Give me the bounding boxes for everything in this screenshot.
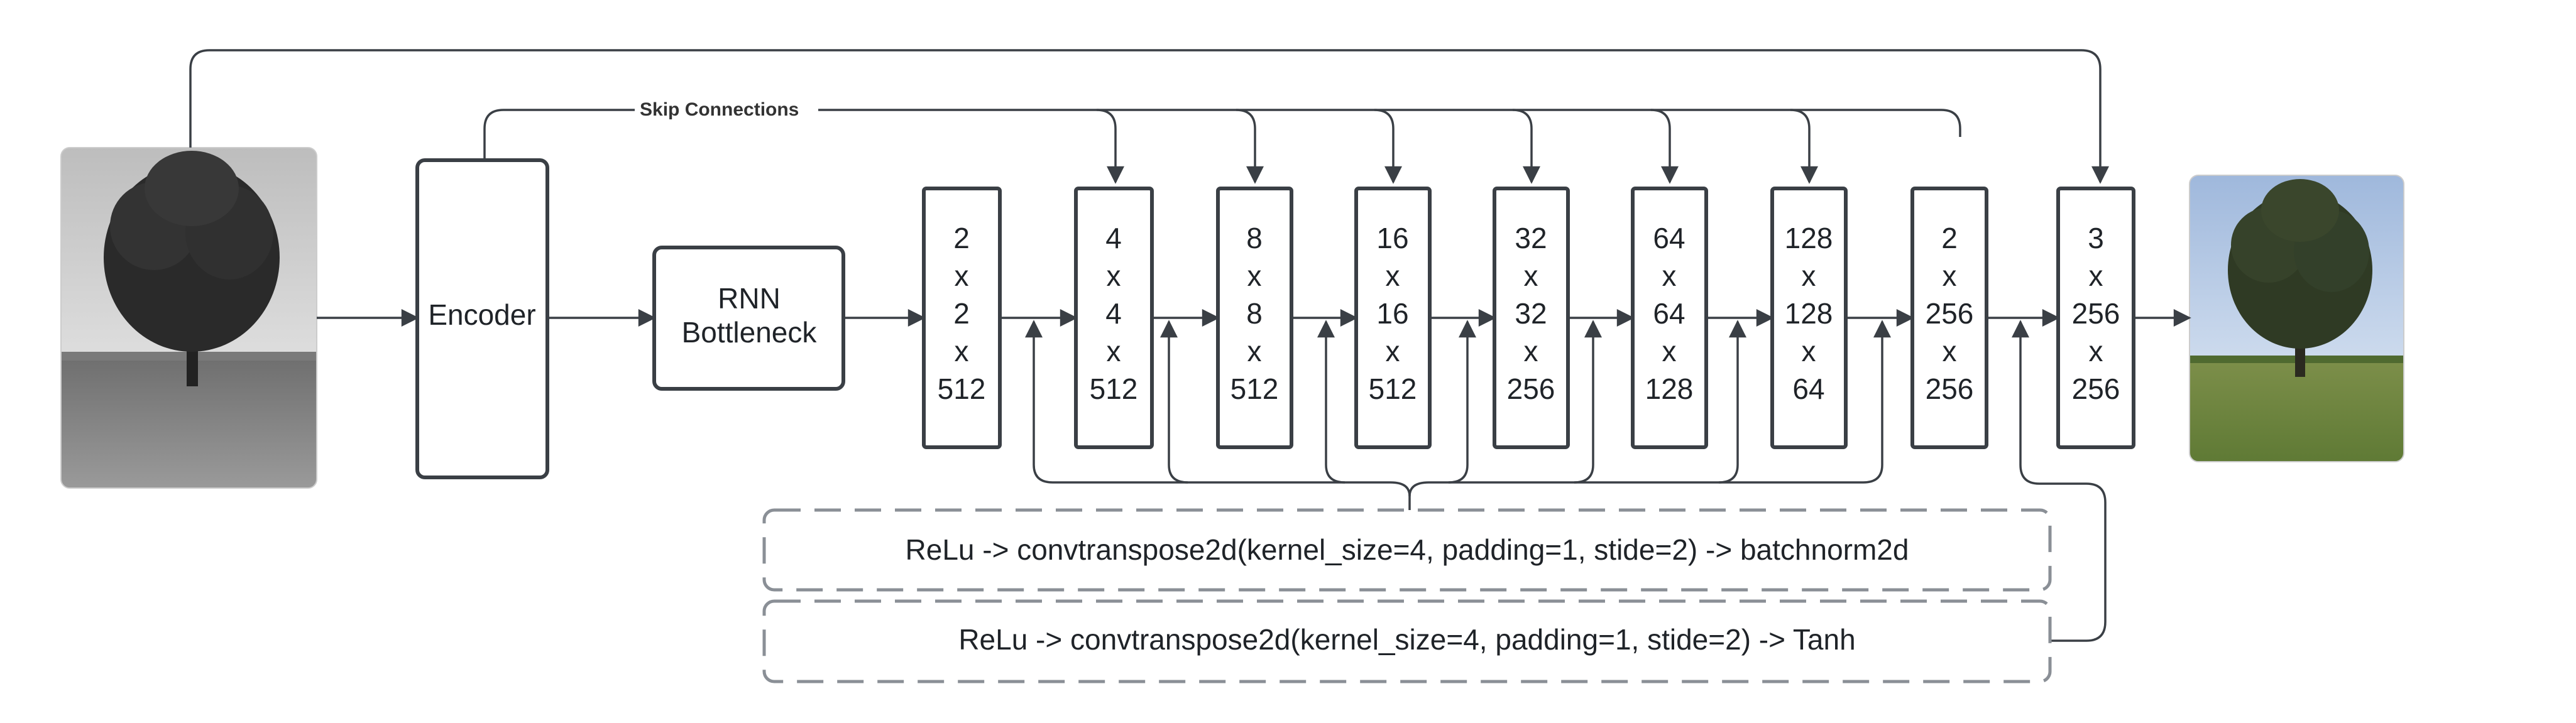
layer-box-6: 64 x 64 x 128: [1631, 187, 1708, 449]
layer-4-line-4: x: [1386, 335, 1400, 367]
layer-2-line-4: x: [1107, 335, 1121, 367]
formula-text-1: ReLu -> convtranspose2d(kernel_size=4, p…: [906, 533, 1909, 566]
layer-box-5: 32 x 32 x 256: [1493, 187, 1570, 449]
layer-5-line-3: 32: [1515, 297, 1547, 330]
layer-3-line-2: x: [1247, 259, 1262, 292]
layer-7-line-2: x: [1802, 259, 1816, 292]
layer-box-7: 128 x 128 x 64: [1770, 187, 1848, 449]
layer-8-line-4: x: [1943, 335, 1957, 367]
layer-7-line-4: x: [1802, 335, 1816, 367]
layer-4-line-3: 16: [1376, 297, 1408, 330]
bottleneck-label-line2: Bottleneck: [682, 316, 818, 349]
formula-box-2: [762, 599, 2052, 683]
skip-connections-label: Skip Connections: [640, 99, 799, 120]
layer-3-line-5: 512: [1230, 372, 1279, 405]
layer-box-8: 2 x 256 x 256: [1910, 187, 1988, 449]
skip-connection-line: [483, 109, 1961, 159]
skip-arrow-1: [1096, 109, 1124, 184]
layer-3-line-3: 8: [1246, 297, 1263, 330]
layer-box-1: 2 x 2 x 512: [922, 187, 1002, 449]
bottleneck-label-line1: RNN: [718, 282, 781, 315]
layer-1-line-4: x: [955, 335, 969, 367]
layer-6-line-5: 128: [1645, 372, 1694, 405]
layer-5-line-1: 32: [1515, 222, 1547, 254]
operation-lines: [1025, 320, 2107, 642]
layer-3-line-1: 8: [1246, 222, 1263, 254]
layer-9-line-5: 256: [2072, 372, 2120, 405]
input-image: [61, 148, 317, 488]
layer-8-line-5: 256: [1926, 372, 1974, 405]
layer-4-line-1: 16: [1376, 222, 1408, 254]
output-image: [2190, 175, 2404, 462]
layer-7-line-5: 64: [1792, 372, 1824, 405]
layer-6-line-4: x: [1662, 335, 1677, 367]
layer-1-line-3: 2: [953, 297, 970, 330]
layer-9-line-1: 3: [2088, 222, 2104, 254]
layer-box-2: 4 x 4 x 512: [1074, 187, 1154, 449]
layer-1-line-5: 512: [938, 372, 986, 405]
layer-6-line-3: 64: [1653, 297, 1685, 330]
skip-arrow-6: [1790, 109, 1818, 184]
layer-9-line-2: x: [2089, 259, 2103, 292]
layer-7-line-1: 128: [1785, 222, 1833, 254]
formula-text-2: ReLu -> convtranspose2d(kernel_size=4, p…: [958, 623, 1855, 656]
layer-4-line-2: x: [1386, 259, 1400, 292]
layer-4-line-5: 512: [1369, 372, 1417, 405]
layer-2-line-1: 4: [1105, 222, 1122, 254]
decoder-layers: 2 x 2 x 512 4 x 4 x 512 8 x 8 x 512 16 x…: [922, 187, 2135, 449]
layer-3-line-4: x: [1247, 335, 1262, 367]
layer-8-line-1: 2: [1941, 222, 1958, 254]
layer-box-9: 3 x 256 x 256: [2056, 187, 2135, 449]
formula-box-1: [762, 508, 2052, 592]
skip-arrow-4: [1512, 109, 1540, 184]
skip-arrow-5: [1650, 109, 1679, 184]
skip-arrow-3: [1374, 109, 1402, 184]
layer-box-3: 8 x 8 x 512: [1216, 187, 1293, 449]
layer-box-4: 16 x 16 x 512: [1354, 187, 1432, 449]
layer-9-line-3: 256: [2072, 297, 2120, 330]
skip-arrow-2: [1236, 109, 1264, 184]
layer-5-line-4: x: [1524, 335, 1538, 367]
outer-skip-line: [189, 49, 2109, 184]
layer-6-line-1: 64: [1653, 222, 1685, 254]
layer-8-line-2: x: [1943, 259, 1957, 292]
layer-1-line-1: 2: [953, 222, 970, 254]
layer-2-line-3: 4: [1105, 297, 1122, 330]
layer-8-line-3: 256: [1926, 297, 1974, 330]
encoder-label: Encoder: [428, 298, 535, 331]
layer-5-line-5: 256: [1507, 372, 1555, 405]
layer-9-line-4: x: [2089, 335, 2103, 367]
layer-2-line-5: 512: [1090, 372, 1138, 405]
layer-6-line-2: x: [1662, 259, 1677, 292]
layer-7-line-3: 128: [1785, 297, 1833, 330]
layer-5-line-2: x: [1524, 259, 1538, 292]
layer-2-line-2: x: [1107, 259, 1121, 292]
skip-label-bg: [635, 98, 818, 122]
layer-1-line-2: x: [955, 259, 969, 292]
